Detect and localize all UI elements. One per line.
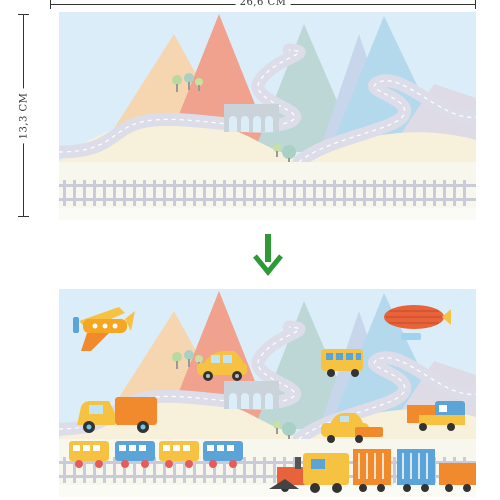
landscape-after-panel — [59, 289, 476, 497]
airplane-icon — [73, 307, 135, 351]
height-dimension-tick-bottom — [18, 216, 29, 217]
height-dimension-tick-top — [18, 14, 29, 15]
car-icon — [321, 413, 383, 443]
width-dimension: 26,6 CM — [50, 0, 476, 12]
landscape-before-panel — [59, 12, 476, 220]
airship-icon — [384, 305, 451, 340]
truck-icon — [77, 397, 157, 433]
train-icon — [69, 441, 243, 468]
width-dimension-tick-left — [50, 0, 51, 9]
landscape-vehicles-illustration — [59, 289, 476, 497]
landscape-illustration — [59, 12, 476, 220]
car-icon — [197, 351, 247, 381]
bus-icon — [321, 349, 363, 377]
height-label: 13,3 CM — [18, 88, 30, 143]
height-dimension: 13,3 CM — [18, 14, 30, 217]
arrow-down-icon — [253, 234, 283, 276]
width-label: 26,6 CM — [235, 0, 291, 8]
locomotive-icon — [269, 449, 476, 493]
truck-icon — [407, 401, 465, 431]
width-dimension-tick-right — [475, 0, 476, 9]
